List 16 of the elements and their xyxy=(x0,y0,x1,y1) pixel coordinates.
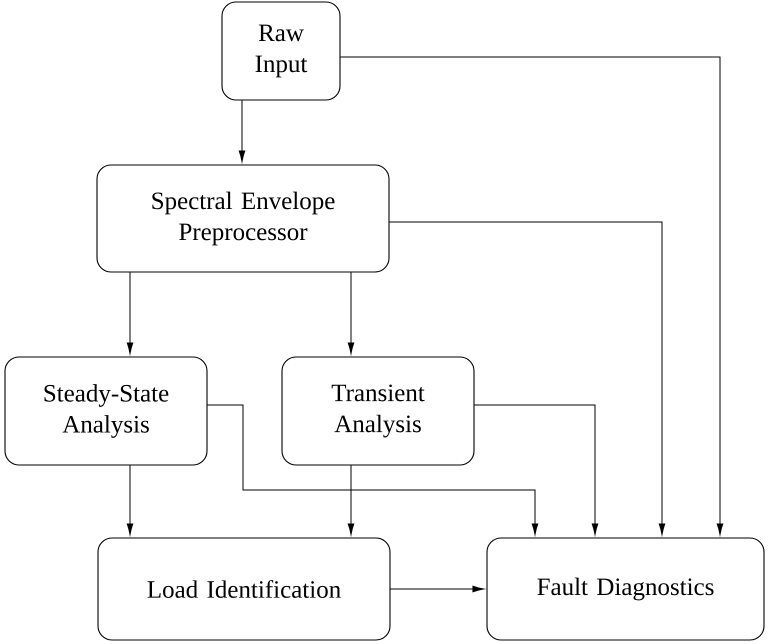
arrow xyxy=(207,404,538,535)
process-box: Spectral Envelope Preprocessor xyxy=(96,164,390,273)
arrow xyxy=(348,272,354,354)
arrow xyxy=(238,100,246,162)
process-box: Steady-State Analysis xyxy=(4,356,208,466)
process-box: Transient Analysis xyxy=(281,356,475,466)
arrow xyxy=(390,586,484,592)
arrow xyxy=(340,56,724,535)
arrow xyxy=(389,222,666,535)
process-box: Fault Diagnostics xyxy=(486,537,765,641)
arrow xyxy=(348,465,354,535)
arrow xyxy=(126,272,134,354)
arrow xyxy=(474,404,598,535)
process-box: Load Identification xyxy=(97,537,391,641)
process-box: Raw Input xyxy=(221,1,341,101)
arrow xyxy=(126,465,134,535)
